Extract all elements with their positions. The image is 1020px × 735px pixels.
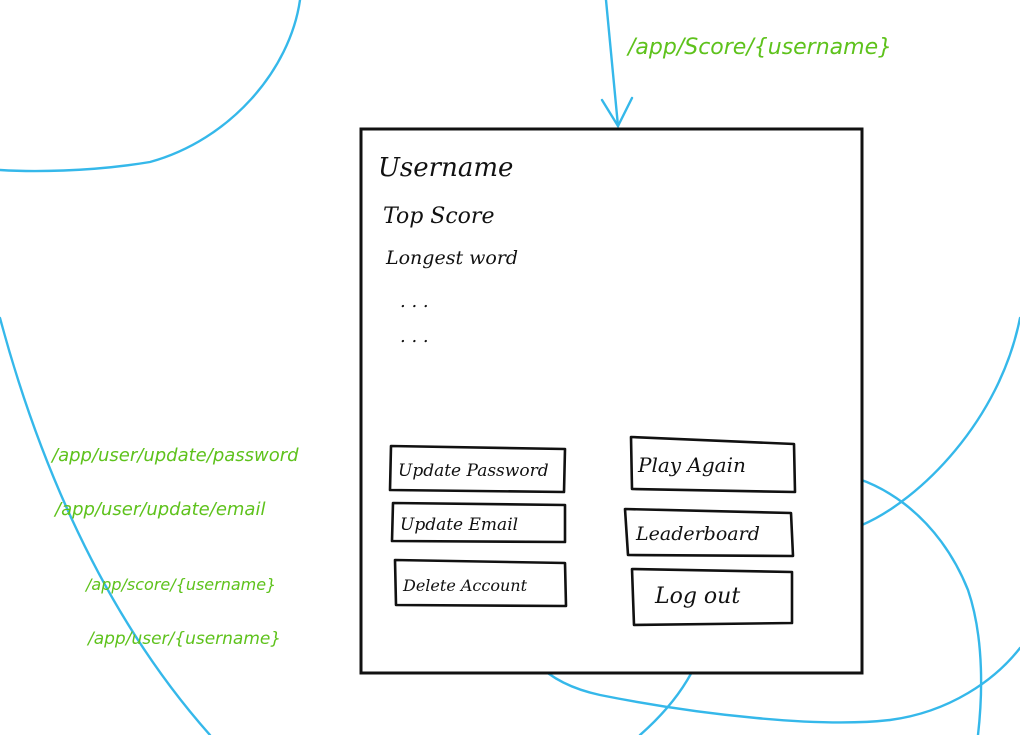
username-label: Username (378, 153, 513, 183)
delete-account-button[interactable]: Delete Account (393, 558, 568, 608)
ellipsis-placeholder: . . . (400, 291, 429, 312)
flow-line-into-page (604, 0, 620, 128)
leaderboard-button[interactable]: Leaderboard (623, 507, 795, 558)
log-out-button[interactable]: Log out (630, 567, 794, 627)
delete-account-label: Delete Account (402, 576, 528, 595)
flow-line-top-left-arc (0, 0, 302, 173)
route-update-password: /app/user/update/password (50, 445, 299, 466)
log-out-label: Log out (654, 584, 740, 609)
ellipsis-placeholder: . . . (400, 326, 429, 347)
route-score-top: /app/Score/{username} (626, 35, 892, 60)
longest-word-label: Longest word (385, 247, 518, 269)
route-user-left: /app/user/{username} (86, 629, 281, 649)
route-score-left: /app/score/{username} (84, 575, 276, 594)
play-again-button[interactable]: Play Again (629, 435, 797, 494)
flow-line-play-again (804, 468, 983, 735)
update-password-button[interactable]: Update Password (388, 444, 567, 494)
update-email-label: Update Email (400, 515, 518, 535)
update-email-button[interactable]: Update Email (390, 501, 567, 544)
flow-arrowhead (600, 96, 634, 129)
flow-line-left-sweep (0, 316, 212, 735)
top-score-label: Top Score (383, 204, 494, 229)
update-password-label: Update Password (398, 461, 549, 481)
route-update-email: /app/user/update/email (53, 499, 265, 520)
leaderboard-label: Leaderboard (635, 523, 760, 545)
play-again-label: Play Again (637, 453, 746, 477)
